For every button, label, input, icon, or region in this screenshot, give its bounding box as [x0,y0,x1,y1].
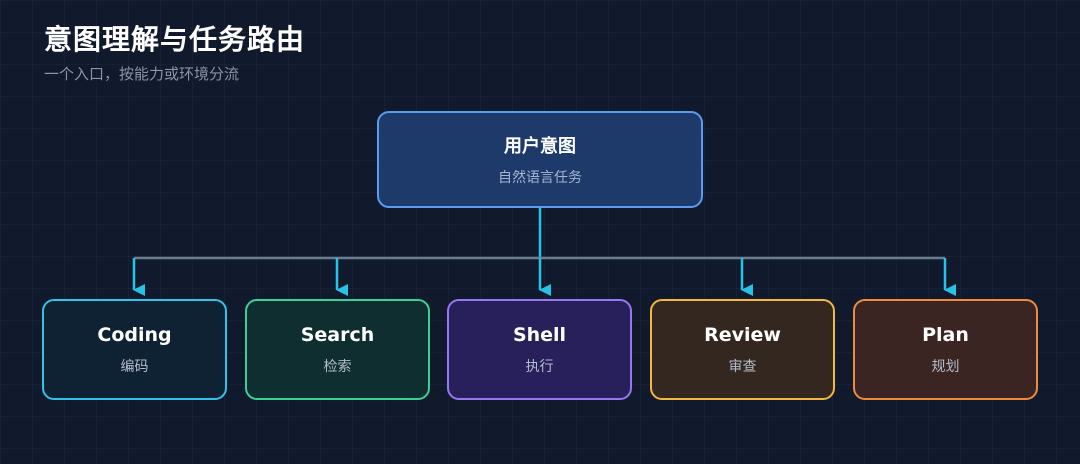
route-subtitle-shell: 执行 [525,358,554,375]
route-node-search: Search 检索 [245,299,430,400]
route-title-shell: Shell [512,323,567,346]
route-subtitle-coding: 编码 [120,358,149,375]
route-title-coding: Coding [97,323,172,346]
route-subtitle-search: 检索 [323,358,352,375]
user-intent-node: 用户意图 自然语言任务 [377,111,703,208]
page-title: 意图理解与任务路由 [44,23,306,56]
route-subtitle-review: 审查 [728,358,757,375]
route-title-search: Search [300,323,375,346]
page-subtitle: 一个入口，按能力或环境分流 [44,65,240,83]
route-subtitle-plan: 规划 [931,358,960,375]
user-intent-subtitle: 自然语言任务 [498,170,582,186]
route-node-plan: Plan 规划 [853,299,1038,400]
user-intent-title: 用户意图 [504,136,576,157]
route-title-plan: Plan [922,323,969,346]
route-node-review: Review 审查 [650,299,835,400]
route-title-review: Review [704,323,781,346]
route-node-shell: Shell 执行 [447,299,632,400]
route-node-coding: Coding 编码 [42,299,227,400]
